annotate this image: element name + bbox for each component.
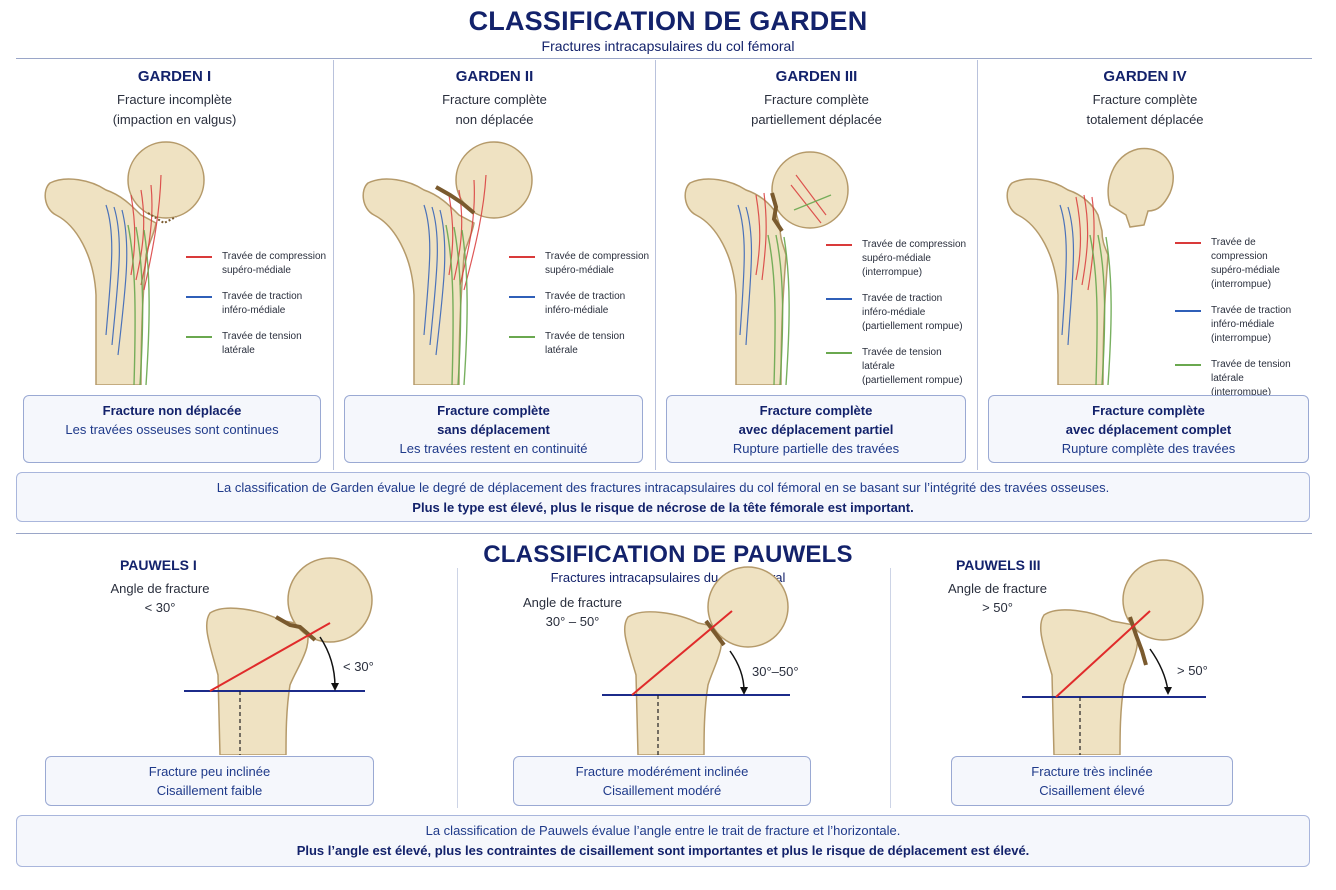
garden-desc-line: (impaction en valgus) xyxy=(112,112,237,127)
garden-type-description: Fracture incomplète (impaction en valgus… xyxy=(16,90,333,130)
garden-type-title: GARDEN II xyxy=(455,68,534,85)
box-text: Rupture partielle des travées xyxy=(732,441,900,456)
pauwels-1-illustration xyxy=(184,557,373,755)
legend-swatch-green xyxy=(1175,364,1201,366)
garden-column-1: GARDEN I Fracture incomplète (impaction … xyxy=(16,60,333,470)
pauwels-summary-box-2: Fracture modérément inclinée Cisaillemen… xyxy=(513,756,811,806)
garden-type-description: Fracture complète totalement déplacée xyxy=(978,90,1312,130)
legend-swatch-green xyxy=(509,336,535,338)
pauwels-3-illustration xyxy=(1022,559,1206,755)
pauwels-divider-2 xyxy=(890,568,891,808)
garden-summary: La classification de Garden évalue le de… xyxy=(16,472,1310,522)
garden-summary-box-2: Fracture complète sans déplacement Les t… xyxy=(344,395,643,463)
pauwels-title: CLASSIFICATION DE PAUWELS xyxy=(483,541,853,568)
box-text: Les travées restent en continuité xyxy=(399,441,588,456)
legend-swatch-green xyxy=(826,352,852,354)
femur-illustration xyxy=(362,141,533,385)
legend-swatch-blue xyxy=(186,296,212,298)
legend-swatch-red xyxy=(826,244,852,246)
garden-summary-line: La classification de Garden évalue le de… xyxy=(216,480,1110,495)
legend-swatch-red xyxy=(186,256,212,258)
pauwels-type-title: PAUWELS III xyxy=(956,557,1041,573)
garden-summary-box-3: Fracture complète avec déplacement parti… xyxy=(666,395,966,463)
garden-desc-line: partiellement déplacée xyxy=(751,112,882,127)
pauwels-angle-text: Angle de fracture > 50° xyxy=(947,581,1047,615)
femur-illustration xyxy=(1006,147,1174,385)
pauwels-summary-line: La classification de Pauwels évalue l’an… xyxy=(425,823,901,838)
garden-title: CLASSIFICATION DE GARDEN xyxy=(468,6,868,36)
legend-swatch-red xyxy=(1175,242,1201,244)
garden-column-3: GARDEN III Fracture complète partielleme… xyxy=(655,60,977,470)
section-divider xyxy=(16,533,1312,534)
pauwels-angle-text: Angle de fracture < 30° xyxy=(110,581,210,615)
garden-summary-emphasis: Plus le type est élevé, plus le risque d… xyxy=(412,500,914,515)
garden-desc-line: Fracture complète xyxy=(764,92,869,107)
garden-summary-box-1: Fracture non déplacée Les travées osseus… xyxy=(23,395,321,463)
legend-swatch-blue xyxy=(1175,310,1201,312)
garden-desc-line: totalement déplacée xyxy=(1086,112,1204,127)
pauwels-summary-box-1: Fracture peu inclinée Cisaillement faibl… xyxy=(45,756,374,806)
garden-type-description: Fracture complète partiellement déplacée xyxy=(656,90,977,130)
pauwels-angle-label: 30°–50° xyxy=(752,664,799,679)
pauwels-angle-label: < 30° xyxy=(343,659,374,674)
pauwels-summary-box-3: Fracture très inclinée Cisaillement élev… xyxy=(951,756,1233,806)
legend-swatch-green xyxy=(186,336,212,338)
garden-type-description: Fracture complète non déplacée xyxy=(334,90,655,130)
pauwels-summary: La classification de Pauwels évalue l’an… xyxy=(16,815,1310,867)
box-title: Fracture complète xyxy=(759,403,873,418)
garden-desc-line: Fracture complète xyxy=(1092,92,1198,107)
pauwels-angle-text: Angle de fracture 30° – 50° xyxy=(522,595,622,629)
garden-summary-box-4: Fracture complète avec déplacement compl… xyxy=(988,395,1309,463)
garden-type-title: GARDEN IV xyxy=(1103,68,1187,85)
pauwels-angle-label: > 50° xyxy=(1177,663,1208,678)
garden-type-title: GARDEN I xyxy=(137,68,212,85)
garden-subtitle: Fractures intracapsulaires du col fémora… xyxy=(541,38,795,54)
box-text: Les travées osseuses sont continues xyxy=(65,422,279,437)
pauwels-divider-1 xyxy=(457,568,458,808)
pauwels-2-illustration xyxy=(602,566,790,755)
garden-desc-line: Fracture incomplète xyxy=(117,92,232,107)
legend-swatch-red xyxy=(509,256,535,258)
box-title: Fracture complète xyxy=(1092,403,1205,418)
legend-swatch-blue xyxy=(509,296,535,298)
box-title: avec déplacement partiel xyxy=(738,422,894,437)
box-title: Fracture non déplacée xyxy=(102,403,242,418)
box-title: avec déplacement complet xyxy=(1065,422,1232,437)
garden-type-title: GARDEN III xyxy=(775,68,858,85)
box-title: Fracture complète xyxy=(437,403,550,418)
garden-desc-line: non déplacée xyxy=(455,112,534,127)
garden-column-4: GARDEN IV Fracture complète totalement d… xyxy=(977,60,1312,470)
box-text: Rupture complète des travées xyxy=(1061,441,1236,456)
garden-column-2: GARDEN II Fracture complète non déplacée… xyxy=(333,60,655,470)
box-title: sans déplacement xyxy=(437,422,550,437)
femur-illustration xyxy=(44,141,205,385)
garden-desc-line: Fracture complète xyxy=(442,92,547,107)
pauwels-type-title: PAUWELS I xyxy=(120,557,197,573)
legend-swatch-blue xyxy=(826,298,852,300)
pauwels-summary-emphasis: Plus l’angle est élevé, plus les contrai… xyxy=(296,843,1030,858)
garden-top-rule xyxy=(16,58,1312,59)
femur-illustration xyxy=(684,151,849,385)
